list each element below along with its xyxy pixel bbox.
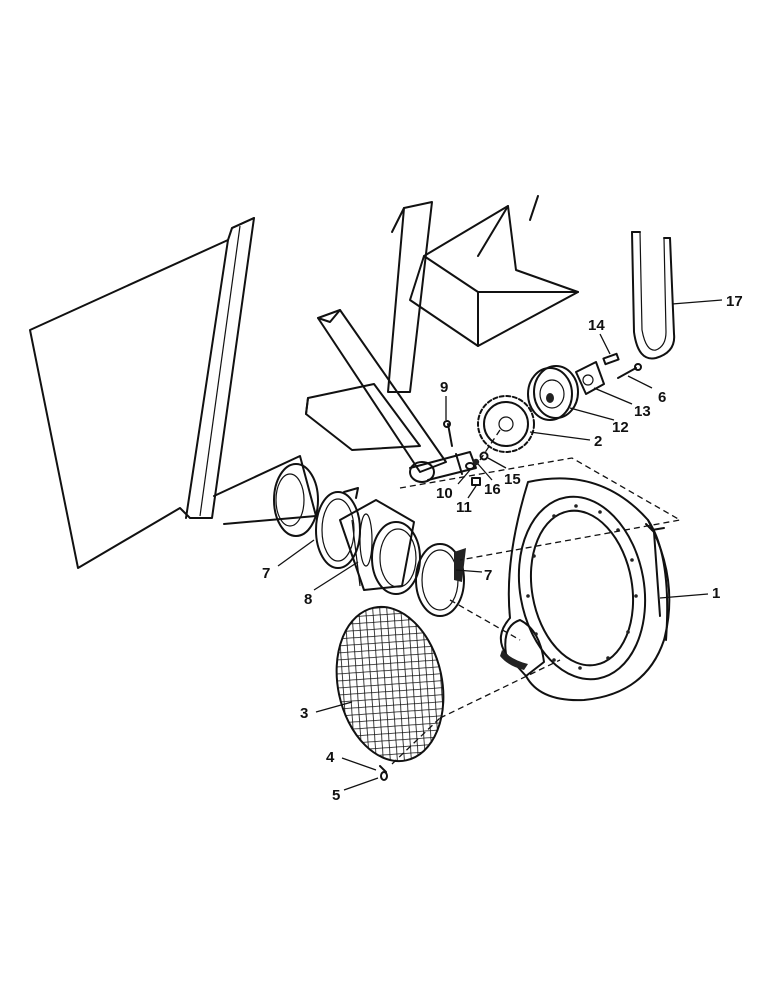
callout-17: 17 xyxy=(726,293,743,310)
callout-11: 11 xyxy=(456,499,472,516)
callout-2: 2 xyxy=(594,433,602,450)
part-5-washer xyxy=(380,771,388,781)
part-7-hose-clamp-right xyxy=(415,543,466,617)
part-8-transition-sleeve xyxy=(339,499,421,595)
callout-7-right: 7 xyxy=(484,567,492,584)
part-1-blower-housing xyxy=(499,477,671,702)
part-4-screw xyxy=(379,765,387,773)
callout-12: 12 xyxy=(612,419,629,436)
part-16-nut xyxy=(472,458,480,466)
part-6-bolt xyxy=(617,363,642,379)
part-13-hub xyxy=(575,361,605,395)
callout-8: 8 xyxy=(304,591,312,608)
part-15-washer xyxy=(479,451,489,461)
part-17-v-belt xyxy=(631,231,676,360)
part-9-bolt xyxy=(443,420,453,447)
callout-6: 6 xyxy=(658,389,666,406)
callout-14: 14 xyxy=(588,317,605,334)
callout-3: 3 xyxy=(300,705,308,722)
part-3-screen xyxy=(335,605,445,763)
callout-7-left: 7 xyxy=(262,565,270,582)
part-10-washer xyxy=(465,462,475,470)
housing-bolt-holes xyxy=(526,504,638,670)
callout-labels: 1 2 3 4 5 6 7 7 8 9 10 11 12 13 14 15 16… xyxy=(262,293,743,804)
callout-9: 9 xyxy=(440,379,448,396)
assembly-dashed-lines xyxy=(391,429,682,765)
lower-duct-pipe xyxy=(213,455,319,537)
upper-bracket-plate xyxy=(409,195,579,347)
part-14-key xyxy=(602,352,620,366)
callout-10: 10 xyxy=(436,485,453,502)
callout-5: 5 xyxy=(332,787,340,804)
support-arm-tube xyxy=(305,309,477,483)
leader-lines xyxy=(277,299,723,791)
part-12-pulley xyxy=(527,365,579,421)
callout-16: 16 xyxy=(484,481,501,498)
part-11-nut xyxy=(471,477,481,486)
callout-15: 15 xyxy=(504,471,521,488)
frame-upright-beam xyxy=(387,201,433,393)
callout-13: 13 xyxy=(634,403,651,420)
machine-side-panel xyxy=(29,217,255,569)
callout-4: 4 xyxy=(326,749,335,766)
part-2-sprocket xyxy=(477,395,535,453)
callout-1: 1 xyxy=(712,585,720,602)
